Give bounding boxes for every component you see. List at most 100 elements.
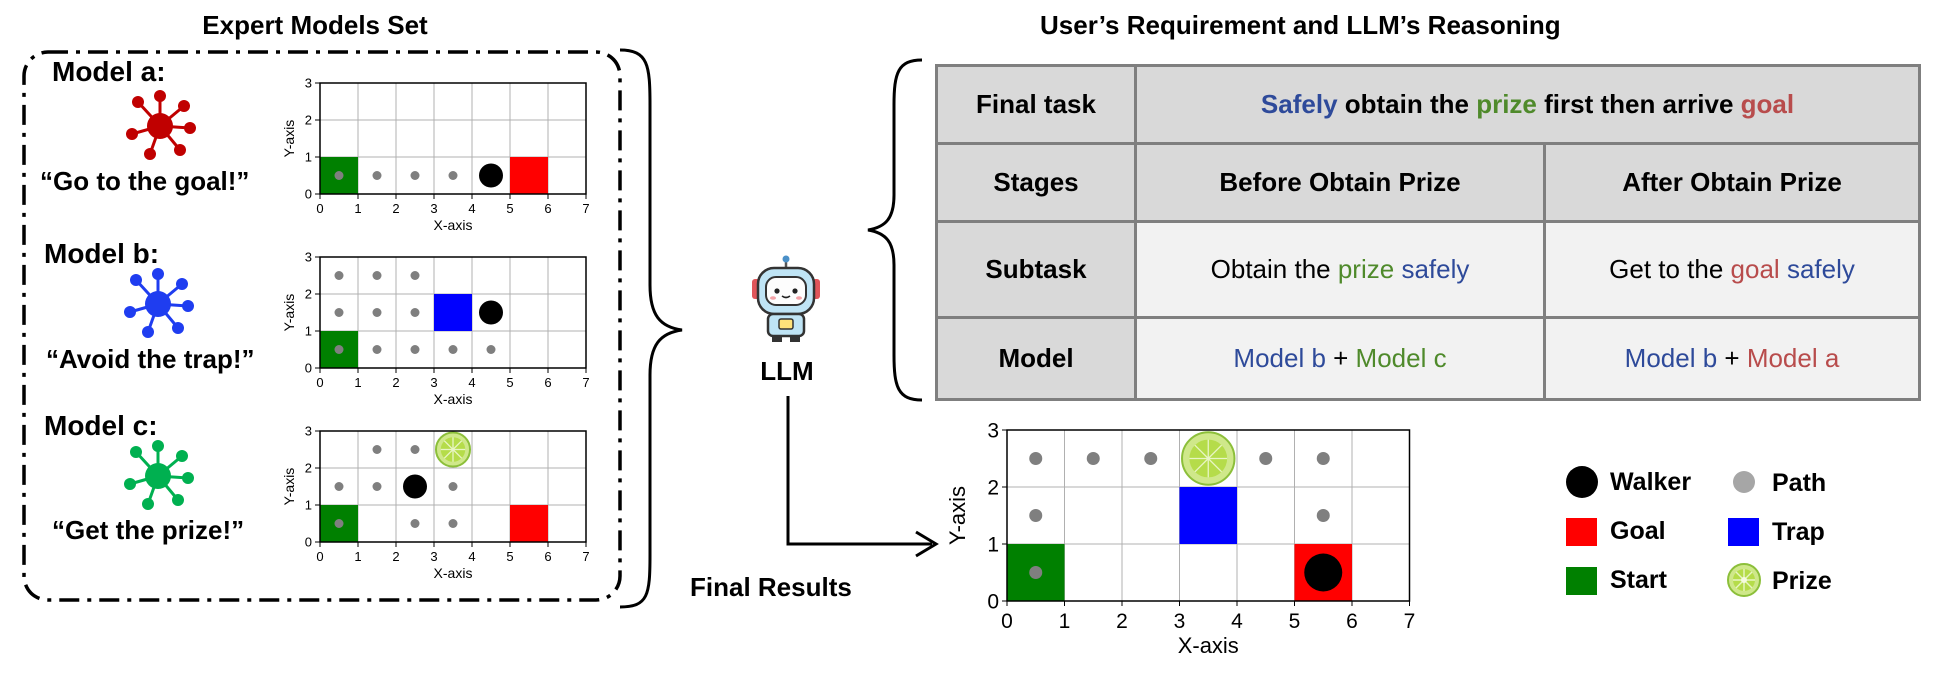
y-axis-label: Y-axis <box>945 486 970 545</box>
legend-start-label: Start <box>1610 566 1667 594</box>
path-dot <box>1086 452 1100 465</box>
path-dot <box>410 171 420 180</box>
prize-marker <box>1181 431 1236 486</box>
legend-walker-marker <box>1566 466 1598 498</box>
path-dot <box>410 308 420 317</box>
final-task-text-2: first then arrive <box>1536 89 1741 119</box>
model-a-label: Model a: <box>52 56 166 87</box>
network-satellite-node <box>152 268 164 280</box>
subtask-after-goal: goal <box>1730 254 1780 284</box>
network-satellite-node <box>132 96 144 108</box>
model-before-b: Model b <box>1233 343 1326 373</box>
y-tick-label: 2 <box>305 113 312 128</box>
network-satellite-node <box>176 278 188 290</box>
x-axis-label: X-axis <box>434 565 473 581</box>
legend-markers-left <box>1566 466 1598 595</box>
path-dot <box>372 345 382 354</box>
x-tick-label: 1 <box>354 201 361 216</box>
x-tick-label: 6 <box>1346 610 1358 633</box>
path-dot <box>1029 566 1043 579</box>
subtask-before-prize: prize <box>1337 254 1395 284</box>
x-tick-label: 3 <box>430 375 437 390</box>
llm-to-result-arrow <box>786 396 939 558</box>
y-axis-label: Y-axis <box>281 468 297 506</box>
x-tick-label: 3 <box>1174 610 1186 633</box>
path-dot <box>1316 509 1330 522</box>
network-satellite-node <box>154 90 166 102</box>
path-dot <box>448 171 458 180</box>
model-before-c: Model c <box>1355 343 1447 373</box>
prize-word: prize <box>1476 89 1537 119</box>
y-tick-label: 1 <box>305 150 312 165</box>
x-tick-label: 1 <box>1059 610 1071 633</box>
model-b-quote: “Avoid the trap!” <box>46 344 255 374</box>
path-dot <box>448 345 458 354</box>
goal-cell <box>510 157 548 194</box>
path-dot <box>334 482 344 491</box>
safely-word: Safely <box>1260 89 1338 119</box>
walker-marker <box>479 300 503 325</box>
network-hub-node <box>145 291 171 317</box>
x-tick-label: 0 <box>316 375 323 390</box>
y-tick-label: 2 <box>305 287 312 302</box>
x-tick-label: 5 <box>506 375 513 390</box>
trap-cell <box>434 294 472 331</box>
path-dot <box>1144 452 1158 465</box>
walker-marker <box>1304 553 1343 592</box>
y-tick-label: 0 <box>305 361 312 376</box>
x-tick-label: 2 <box>392 549 399 564</box>
x-tick-label: 7 <box>582 201 589 216</box>
path-dot <box>372 445 382 454</box>
model-before-cell: Model b + Model c <box>1134 316 1546 401</box>
x-tick-label: 3 <box>430 549 437 564</box>
x-tick-label: 1 <box>354 375 361 390</box>
path-dot <box>334 271 344 280</box>
network-satellite-node <box>174 144 186 156</box>
network-satellite-node <box>178 100 190 112</box>
final-task-header: Final task <box>935 64 1137 145</box>
legend-walker-label: Walker <box>1610 468 1692 496</box>
network-satellite-node <box>124 306 136 318</box>
path-dot <box>1029 452 1043 465</box>
path-dot <box>1316 452 1330 465</box>
robot-icon <box>752 255 820 342</box>
network-satellite-node <box>152 440 164 452</box>
network-satellite-node <box>126 128 138 140</box>
prize-marker <box>434 431 472 468</box>
path-dot <box>486 345 496 354</box>
legend-trap-label: Trap <box>1772 518 1825 546</box>
legend-trap-marker <box>1728 518 1759 546</box>
network-satellite-node <box>144 148 156 160</box>
x-tick-label: 4 <box>468 201 475 216</box>
stage-before-cell: Before Obtain Prize <box>1134 142 1546 223</box>
path-dot <box>372 271 382 280</box>
requirement-reasoning-title: User’s Requirement and LLM’s Reasoning <box>1040 10 1561 40</box>
path-dot <box>334 519 344 528</box>
subtask-before-safely: safely <box>1401 254 1470 284</box>
y-tick-label: 3 <box>305 426 312 439</box>
model-c-network-node-icon <box>124 440 194 510</box>
y-axis-label: Y-axis <box>281 120 297 158</box>
path-dot <box>410 519 420 528</box>
model-a-network-node-icon <box>126 90 196 160</box>
x-tick-label: 3 <box>430 201 437 216</box>
model-before-plus: + <box>1325 343 1356 373</box>
legend-prize-label: Prize <box>1772 567 1832 595</box>
network-satellite-node <box>182 300 194 312</box>
x-axis-label: X-axis <box>434 391 473 407</box>
x-tick-label: 7 <box>582 375 589 390</box>
path-dot <box>334 345 344 354</box>
y-tick-label: 3 <box>305 78 312 91</box>
x-tick-label: 0 <box>1001 610 1013 633</box>
network-satellite-node <box>184 122 196 134</box>
path-dot <box>410 271 420 280</box>
model-c-quote: “Get the prize!” <box>52 515 245 545</box>
network-satellite-node <box>142 498 154 510</box>
legend-goal-label: Goal <box>1610 517 1666 545</box>
final-results-label: Final Results <box>690 572 852 602</box>
legend-markers-right <box>1727 471 1761 597</box>
axes-frame <box>319 256 587 369</box>
legend-prize-marker <box>1727 563 1761 597</box>
subtask-header: Subtask <box>935 220 1137 319</box>
